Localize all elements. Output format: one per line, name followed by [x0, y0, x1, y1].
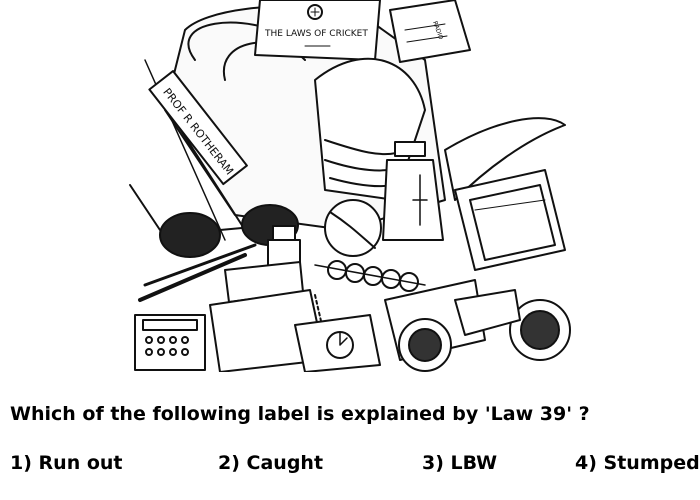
umpire-kit-illustration: PROF R ROTHERAM THE LAWS OF CRICKET RADI… [125, 0, 595, 372]
option-text: Stumped [603, 452, 700, 474]
option-text: Run out [38, 452, 123, 474]
banana [444, 117, 566, 201]
radio-card: RADIO [389, 0, 471, 63]
option-1[interactable]: 1) Run out [10, 452, 123, 474]
option-text: LBW [450, 452, 498, 474]
option-number: 2) [218, 452, 240, 474]
option-number: 1) [10, 452, 32, 474]
quiz-question: Which of the following label is explaine… [10, 403, 590, 425]
option-number: 3) [422, 452, 444, 474]
option-2[interactable]: 2) Caught [218, 452, 323, 474]
svg-text:THE LAWS OF CRICKET: THE LAWS OF CRICKET [264, 29, 368, 39]
option-4[interactable]: 4) Stumped [575, 452, 700, 474]
option-number: 4) [575, 452, 597, 474]
water-bottle [382, 141, 444, 241]
laws-of-cricket-book: THE LAWS OF CRICKET [254, 0, 381, 61]
sandwich-box [454, 169, 566, 271]
option-text: Caught [246, 452, 324, 474]
ball-counter [314, 260, 426, 292]
option-3[interactable]: 3) LBW [422, 452, 497, 474]
pens [138, 243, 257, 302]
cricket-ball [324, 199, 382, 257]
calculator [134, 314, 206, 371]
light-meter [294, 314, 381, 372]
binoculars [384, 279, 571, 372]
